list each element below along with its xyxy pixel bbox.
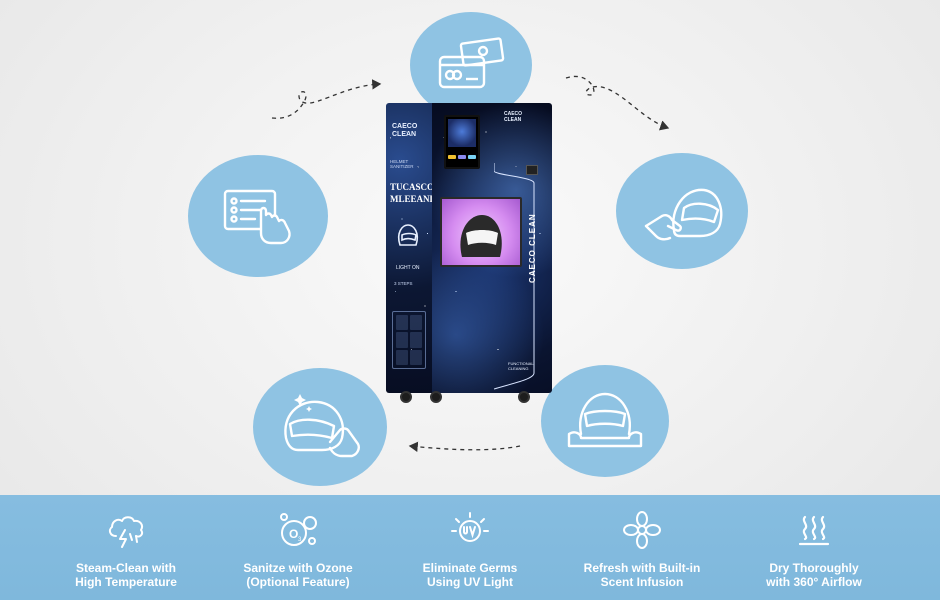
uv-light-icon <box>451 512 489 542</box>
process-arrows <box>271 75 670 452</box>
feature-label: Refresh with Built-in Scent Infusion <box>583 561 701 589</box>
process-diagram: CAECO CLEAN HELMET SANITIZER TUCASCO MLE… <box>188 12 748 486</box>
caster-wheel <box>518 391 530 403</box>
side-subtitle: HELMET SANITIZER <box>390 159 414 169</box>
side-title: TUCASCO MLEEANL <box>390 182 436 204</box>
ozone-icon: O 3 <box>280 513 317 546</box>
feature-ozone: O 3 Sanitze with Ozone (Optional Feature… <box>218 511 378 589</box>
feature-scent: Refresh with Built-in Scent Infusion <box>562 511 722 589</box>
screen-helmet-display <box>448 119 476 147</box>
caster-wheel <box>400 391 412 403</box>
caster-wheel <box>430 391 442 403</box>
features-band: Steam-Clean with High Temperature O 3 Sa… <box>0 495 940 600</box>
step-select <box>188 155 328 277</box>
side-icon-panel <box>392 311 426 369</box>
cleaning-chamber-window <box>440 197 522 267</box>
airflow-heat-icon <box>798 515 830 546</box>
helmet-cleaning-machine: CAECO CLEAN HELMET SANITIZER TUCASCO MLE… <box>386 103 552 405</box>
feature-label: Sanitze with Ozone (Optional Feature) <box>243 561 353 589</box>
steam-cloud-icon <box>108 516 144 548</box>
step-payment <box>410 12 532 118</box>
door-seam <box>494 163 535 390</box>
side-note: LIGHT ON <box>396 265 420 271</box>
feature-uv-light: Eliminate Germs Using UV Light <box>390 511 550 589</box>
chamber-helmet-icon <box>460 215 502 257</box>
scent-flower-icon <box>623 511 661 549</box>
payment-slot[interactable] <box>526 165 538 175</box>
arrow-clean-to-collect <box>408 441 521 452</box>
svg-text:3: 3 <box>298 537 302 543</box>
vertical-brand-text: CAECO CLEAN <box>528 213 537 283</box>
touch-screen[interactable] <box>444 115 480 169</box>
feature-label: Steam-Clean with High Temperature <box>75 561 177 589</box>
cleaning-helmet-icon <box>567 392 643 448</box>
screen-buttons <box>448 155 476 159</box>
machine-side-panel: CAECO CLEAN HELMET SANITIZER TUCASCO MLE… <box>386 103 436 393</box>
svg-text:O: O <box>289 527 298 541</box>
arrow-select-to-payment <box>271 79 382 119</box>
collect-helmet-icon <box>284 394 360 458</box>
machine-front-panel: CAECO CLEAN CAECO CLEAN FUNCTIONAL CLEAN… <box>432 103 552 393</box>
feature-label: Eliminate Germs Using UV Light <box>422 561 518 589</box>
insert-helmet-icon <box>644 188 723 241</box>
step-insert <box>616 153 748 269</box>
side-steps: 3 STEPS <box>394 281 413 286</box>
feature-airflow: Dry Thoroughly with 360° Airflow <box>734 511 894 589</box>
step-collect <box>253 368 387 486</box>
arrow-payment-to-insert <box>565 75 670 131</box>
side-logo-text: CAECO CLEAN <box>392 123 418 138</box>
front-brand-text: CAECO CLEAN <box>504 111 523 123</box>
feature-label: Dry Thoroughly with 360° Airflow <box>766 561 862 589</box>
feature-steam-clean: Steam-Clean with High Temperature <box>46 511 206 589</box>
touch-select-icon <box>223 189 291 245</box>
side-helmet-icon <box>397 224 419 246</box>
payment-card-icon <box>438 37 505 89</box>
step-clean <box>541 365 669 477</box>
front-footnote: FUNCTIONAL CLEANING <box>508 361 534 371</box>
